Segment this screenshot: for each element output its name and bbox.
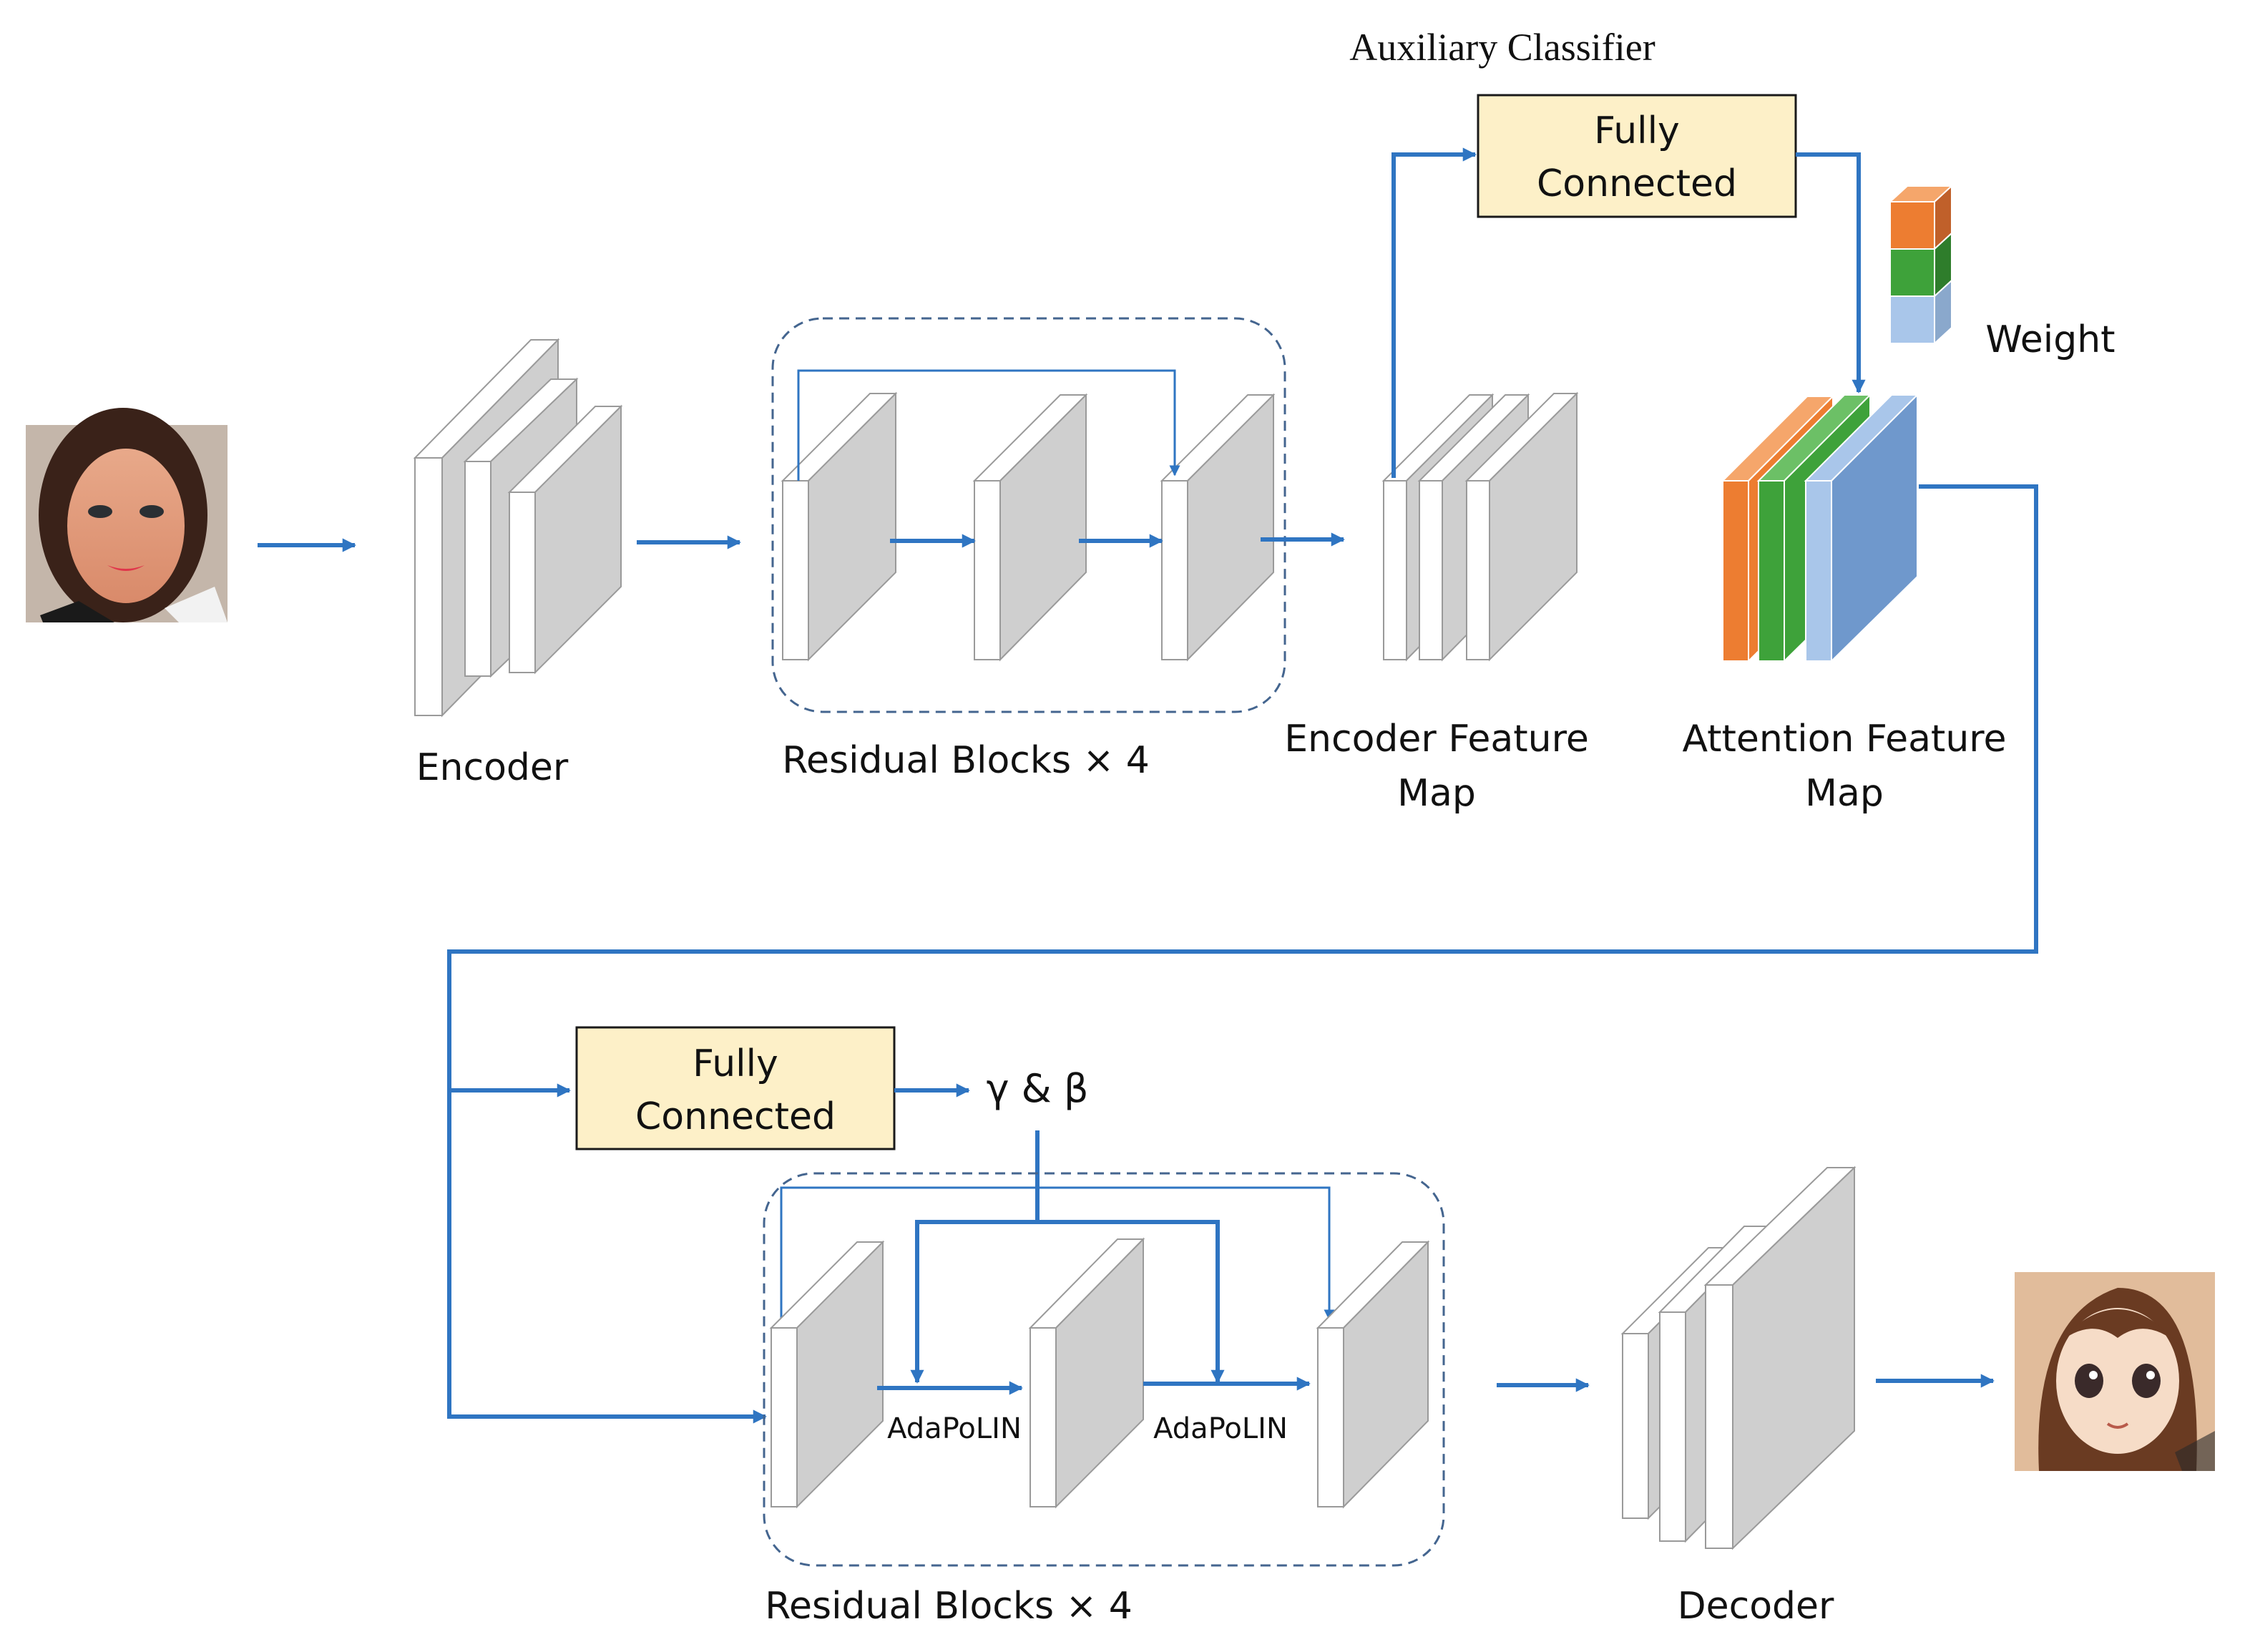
adapolin-1-label: AdaPoLIN: [887, 1412, 1022, 1445]
connector-attention-to-bottom: [447, 484, 2038, 1424]
attention-fmap-label-line1: Attention Feature: [1682, 718, 2006, 761]
weight-label: Weight: [1985, 318, 2115, 361]
arrow-fc-to-attention: [1796, 152, 1866, 394]
residual-top-blocks: [781, 391, 1276, 662]
residual-top-label: Residual Blocks × 4: [782, 739, 1150, 782]
residual-bottom-blocks: [769, 1237, 1430, 1509]
residual-bottom-skip-connection: [780, 1186, 1335, 1325]
encoder-fmap-label-line2: Map: [1397, 772, 1476, 815]
residual-blocks-top-group: [771, 317, 1286, 713]
residual-bottom-label: Residual Blocks × 4: [765, 1585, 1133, 1628]
fc-top-label-line1: Fully: [1594, 109, 1680, 152]
fc-top-box: [1477, 94, 1797, 218]
residual-top-skip-connection: [797, 369, 1180, 481]
encoder-fmap-label-line1: Encoder Feature: [1284, 718, 1589, 761]
auxiliary-classifier-label: Auxiliary Classifier: [1349, 26, 1655, 69]
encoder-feature-map: [1381, 391, 1579, 662]
fc-bottom-label-line2: Connected: [635, 1095, 836, 1138]
input-face-image: [26, 408, 228, 622]
fc-bottom-label-line1: Fully: [693, 1042, 778, 1085]
adapolin-2-label: AdaPoLIN: [1153, 1412, 1288, 1445]
decoder-label: Decoder: [1678, 1585, 1834, 1628]
weight-icon: [1888, 184, 1954, 346]
attention-fmap-label-line2: Map: [1805, 772, 1884, 815]
encoder-block: [413, 338, 623, 718]
fc-top-label-line2: Connected: [1537, 162, 1737, 205]
attention-feature-map: [1721, 393, 1919, 663]
gamma-beta-to-adapolin-2: [1037, 1220, 1225, 1384]
output-anime-face-image: [2015, 1272, 2215, 1471]
residual-blocks-bottom-group: [763, 1172, 1445, 1567]
gamma-beta-label: γ & β: [987, 1066, 1089, 1111]
decoder-block: [1620, 1165, 1857, 1550]
encoder-label: Encoder: [416, 746, 569, 789]
arrow-encoder-fmap-to-fc: [1391, 147, 1477, 478]
gamma-beta-to-adapolin-1: [910, 1130, 1040, 1384]
